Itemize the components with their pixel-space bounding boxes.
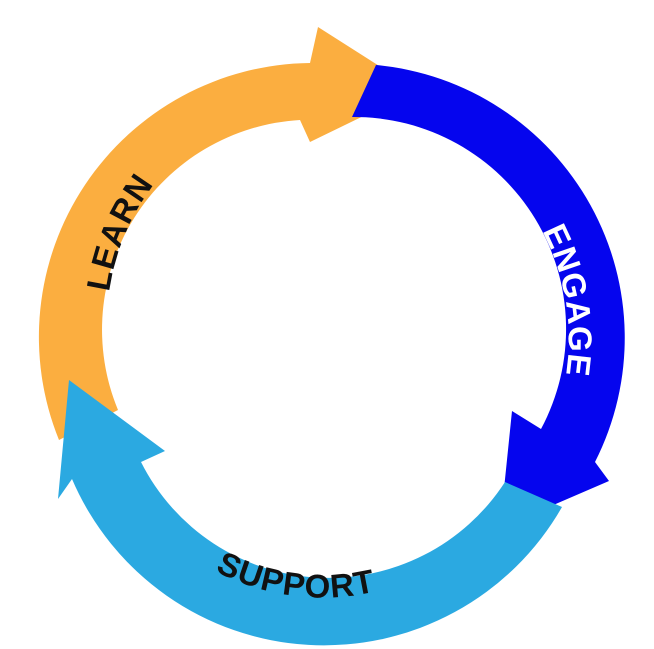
learn-arrow — [38, 27, 417, 440]
engage-arrow — [352, 65, 625, 528]
support-arrow — [58, 380, 562, 646]
